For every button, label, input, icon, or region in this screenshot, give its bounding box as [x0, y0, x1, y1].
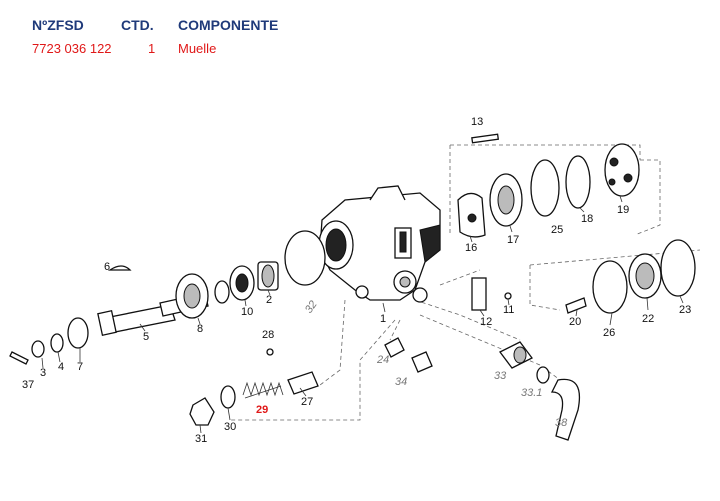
label-10: 10 [241, 306, 253, 318]
circlip-23 [660, 239, 696, 297]
label-25: 25 [551, 224, 563, 236]
pin-11 [504, 292, 512, 300]
pump-housing [318, 185, 441, 303]
label-5: 5 [143, 331, 149, 343]
label-31: 31 [195, 433, 207, 445]
label-2: 2 [266, 294, 272, 306]
label-4: 4 [58, 361, 64, 373]
label-22: 22 [642, 313, 654, 325]
label-34: 34 [395, 376, 407, 388]
label-16: 16 [465, 242, 477, 254]
part-labels: 1 2 3 4 5 6 7 8 10 11 12 13 16 17 18 19 … [22, 116, 691, 445]
top-right-components [457, 133, 640, 238]
label-17: 17 [507, 234, 519, 246]
ring-18 [565, 155, 591, 209]
header-code: NºZFSD [32, 17, 84, 33]
label-30: 30 [224, 421, 236, 433]
ball-28 [266, 348, 274, 356]
label-7: 7 [77, 361, 83, 373]
split-pin-37 [9, 351, 29, 365]
valve-27 [287, 371, 319, 395]
part-component: Muelle [178, 41, 217, 56]
label-29: 29 [256, 404, 268, 416]
label-32: 32 [303, 299, 320, 316]
header-quantity: CTD. [121, 17, 154, 33]
label-26: 26 [603, 327, 615, 339]
key-6 [107, 265, 132, 271]
label-11: 11 [503, 304, 514, 316]
part-quantity: 1 [148, 41, 156, 56]
right-lower-components [565, 239, 696, 314]
label-1: 1 [380, 313, 386, 325]
label-38: 38 [555, 417, 568, 429]
o-ring-33-1 [536, 366, 550, 384]
part-code: 7723 036 122 [32, 41, 112, 56]
screw-34 [411, 351, 433, 373]
header-component: COMPONENTE [178, 17, 279, 33]
o-ring-32 [284, 230, 326, 286]
shaft-assembly [9, 261, 279, 365]
ring-26 [592, 260, 628, 314]
valve-assembly [189, 348, 319, 426]
seal-ring-25 [530, 159, 560, 217]
fittings [384, 337, 581, 441]
label-33: 33 [494, 370, 507, 382]
label-23: 23 [679, 304, 691, 316]
label-6: 6 [104, 261, 110, 273]
label-20: 20 [569, 316, 581, 328]
label-24: 24 [376, 354, 389, 366]
plate-12 [471, 277, 487, 311]
label-37: 37 [22, 379, 34, 391]
nut-3 [31, 340, 45, 358]
elbow-38 [550, 378, 581, 441]
label-8: 8 [197, 323, 203, 335]
washer-30 [220, 385, 236, 409]
label-13: 13 [471, 116, 483, 128]
label-18: 18 [581, 213, 593, 225]
label-12: 12 [480, 316, 492, 328]
label-33-1: 33.1 [521, 387, 542, 399]
leader-lines [41, 195, 684, 434]
spring-29 [242, 381, 284, 399]
screw-24 [384, 337, 405, 358]
circlip-7 [67, 317, 89, 349]
spring-20 [565, 297, 587, 314]
label-28: 28 [262, 329, 274, 341]
assembly-guide-lines [230, 144, 701, 421]
pin-13 [471, 133, 500, 144]
cover-19 [604, 143, 640, 197]
label-3: 3 [40, 367, 46, 379]
washer-4 [50, 333, 64, 353]
plug-31 [189, 397, 215, 426]
label-27: 27 [301, 396, 313, 408]
label-19: 19 [617, 204, 629, 216]
